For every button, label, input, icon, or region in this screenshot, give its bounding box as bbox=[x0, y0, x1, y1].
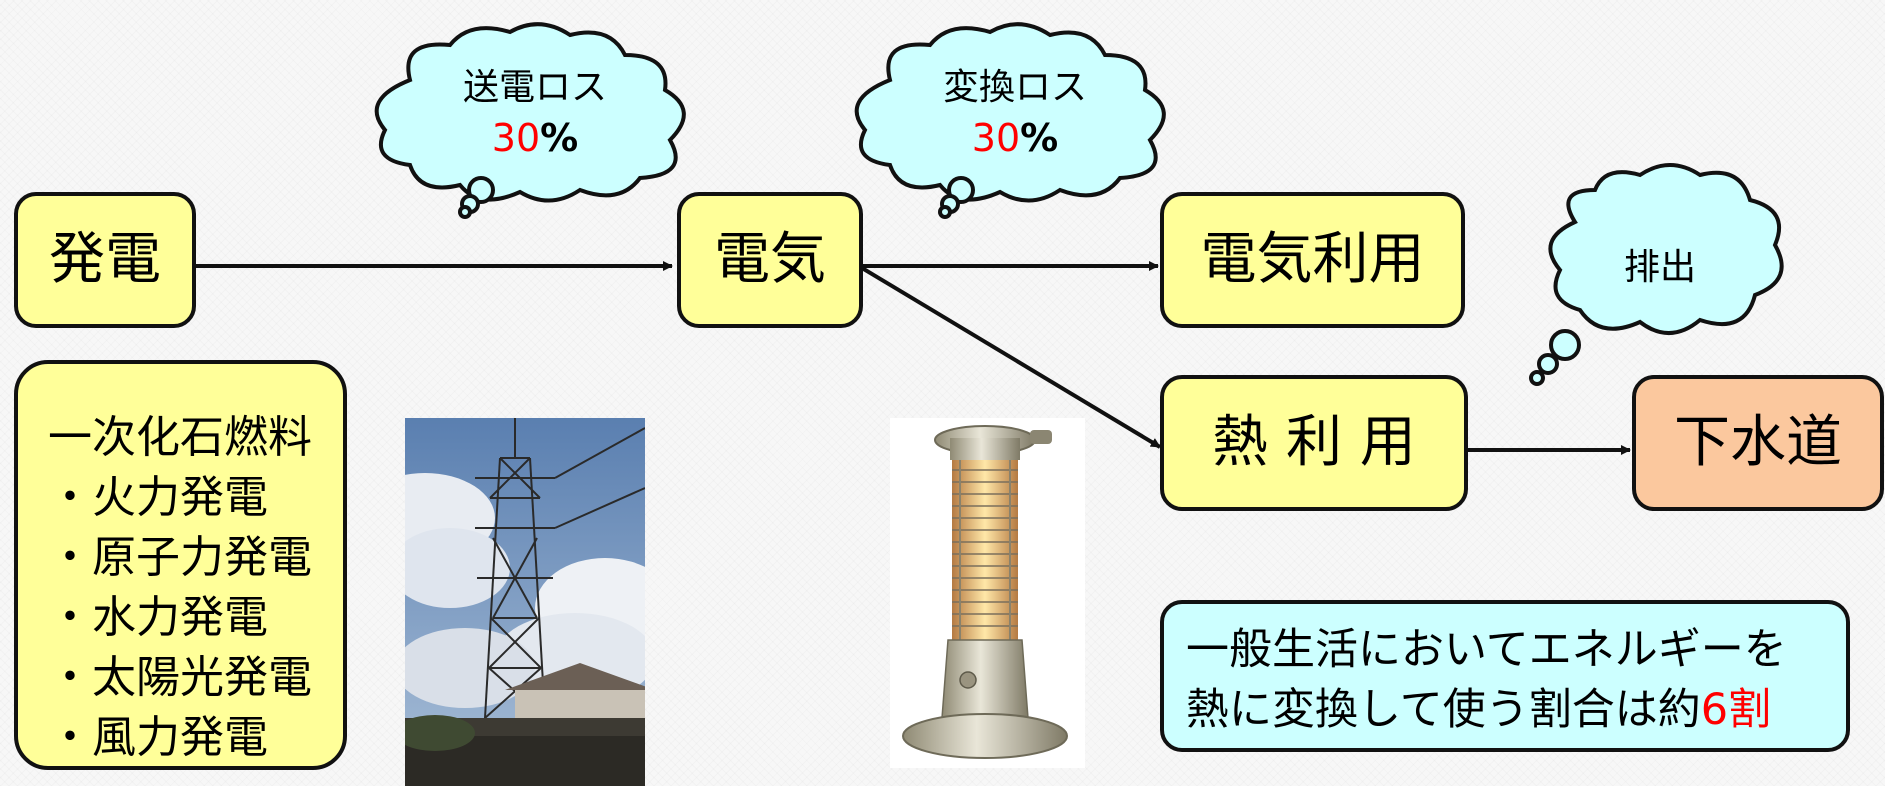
conversion-loss-value: 30 bbox=[971, 116, 1021, 160]
list-heading: 一次化石燃料 bbox=[48, 412, 312, 463]
conversion-loss-label: 変換ロス bbox=[942, 67, 1087, 108]
percent-sign: % bbox=[1020, 116, 1059, 160]
node-heat-use: 熱 利 用 bbox=[1160, 375, 1468, 511]
energy-source-list: 一次化石燃料 ・火力発電 ・原子力発電 ・水力発電 ・太陽光発電 ・風力発電 bbox=[14, 360, 347, 770]
list-item-nuclear: ・原子力発電 bbox=[48, 532, 312, 583]
cloud-label-discharge: 排出 bbox=[1590, 243, 1730, 293]
node-generation: 発電 bbox=[14, 192, 196, 328]
conversion-loss-percent: 30% bbox=[925, 113, 1105, 163]
node-electric-use: 電気利用 bbox=[1160, 192, 1465, 328]
cloud-conversion-loss bbox=[854, 22, 1166, 219]
cloud-transmission-loss bbox=[374, 22, 686, 219]
note-highlight-value: 6割 bbox=[1700, 685, 1772, 735]
cloud-label-transmission-loss: 送電ロス 30% bbox=[445, 63, 625, 163]
node-electricity: 電気 bbox=[677, 192, 863, 328]
cloud-label-conversion-loss: 変換ロス 30% bbox=[925, 63, 1105, 163]
electric-heater-photo bbox=[890, 418, 1085, 768]
list-item-thermal: ・火力発電 bbox=[48, 472, 268, 523]
heat-usage-note: 一般生活においてエネルギーを 熱に変換して使う割合は約6割 bbox=[1160, 600, 1850, 752]
cloud-discharge bbox=[1529, 163, 1784, 386]
note-line-1: 一般生活においてエネルギーを bbox=[1186, 625, 1787, 675]
note-line-2-text: 熱に変換して使う割合は約 bbox=[1186, 685, 1701, 735]
list-item-hydro: ・水力発電 bbox=[48, 592, 268, 643]
node-sewer: 下水道 bbox=[1632, 375, 1884, 511]
discharge-label: 排出 bbox=[1623, 247, 1696, 288]
list-item-solar: ・太陽光発電 bbox=[48, 652, 312, 703]
list-item-wind: ・風力発電 bbox=[48, 712, 268, 763]
transmission-loss-percent: 30% bbox=[445, 113, 625, 163]
transmission-loss-value: 30 bbox=[491, 116, 541, 160]
arrow-electricity-to-heat-use bbox=[860, 266, 1162, 449]
power-transmission-tower-photo bbox=[405, 418, 645, 786]
transmission-loss-label: 送電ロス bbox=[462, 67, 607, 108]
note-line-2: 熱に変換して使う割合は約6割 bbox=[1186, 680, 1846, 740]
percent-sign: % bbox=[540, 116, 579, 160]
